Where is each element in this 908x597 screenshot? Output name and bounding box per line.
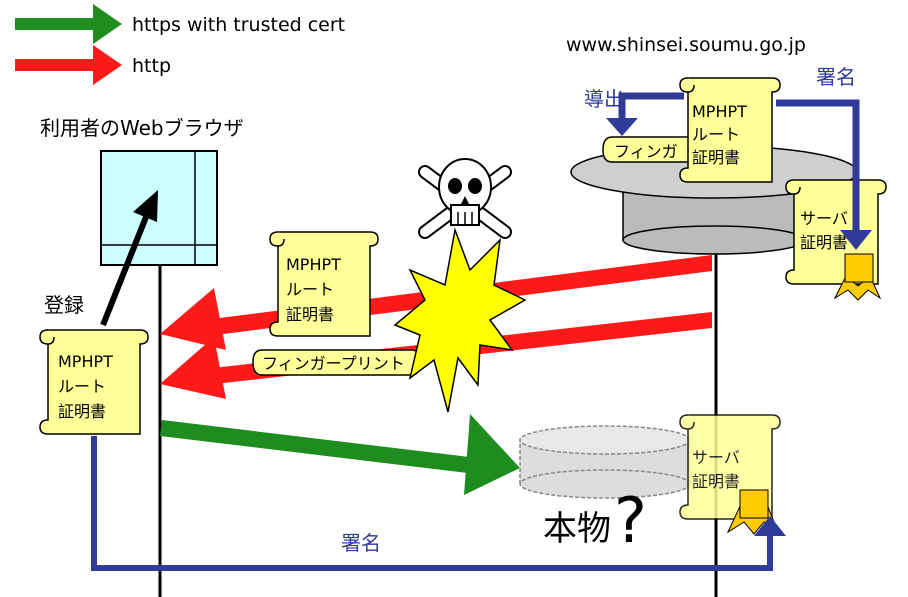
http-legend-label: http <box>132 55 171 77</box>
https-legend-arrow <box>15 4 122 44</box>
browser-root-cert-line1: MPHPT <box>58 352 113 371</box>
legend: https with trusted cert http <box>15 4 345 85</box>
server-cert-top-line1: サーバ <box>800 209 848 228</box>
server-question-cylinder <box>519 425 691 499</box>
browser-root-cert-line3: 証明書 <box>58 402 106 421</box>
server-sign-arrow <box>776 99 872 250</box>
browser-title: 利用者のWebブラウザ <box>40 116 244 140</box>
server-cert-top-line2: 証明書 <box>800 233 848 252</box>
skull-crossbones-icon <box>418 158 512 239</box>
attack-fingerprint-tag: フィンガープリント <box>252 349 421 376</box>
explosion-icon <box>393 227 527 413</box>
attack-root-cert-line2: ルート <box>286 280 334 299</box>
attack-root-cert-line1: MPHPT <box>286 255 341 274</box>
https-arrow <box>160 414 520 495</box>
server-fingerprint-tag: フィンガ <box>602 136 701 163</box>
verify-server-cert-line1: サーバ <box>692 448 740 467</box>
server-root-cert-line2: ルート <box>692 125 740 144</box>
derive-arrow <box>606 92 684 136</box>
attack-fingerprint-label: フィンガープリント <box>262 354 405 373</box>
http-legend-arrow <box>15 45 122 85</box>
verify-sign-arrow <box>91 436 786 571</box>
https-legend-label: https with trusted cert <box>132 14 345 36</box>
server-domain: www.shinsei.soumu.go.jp <box>566 34 806 56</box>
server-root-cert-line1: MPHPT <box>692 102 747 121</box>
register-label: 登録 <box>44 293 84 317</box>
genuine-label: 本物 <box>543 509 611 549</box>
verify-sign-label: 署名 <box>341 531 381 555</box>
browser-root-cert-scroll: MPHPT ルート 証明書 <box>39 329 149 435</box>
server-root-cert-scroll: MPHPT ルート 証明書 <box>679 77 781 183</box>
attack-root-cert-scroll: MPHPT ルート 証明書 <box>269 231 379 337</box>
verify-server-cert-line2: 証明書 <box>692 472 740 491</box>
server-root-cert-line3: 証明書 <box>692 148 740 167</box>
attack-root-cert-line3: 証明書 <box>286 305 334 324</box>
verify-seal-icon <box>726 489 780 535</box>
browser-window <box>100 150 218 266</box>
register-arrow <box>100 190 158 327</box>
server-seal-icon <box>833 253 882 301</box>
question-mark: ? <box>614 484 647 557</box>
server-fingerprint-label: フィンガ <box>614 142 678 161</box>
browser-root-cert-line2: ルート <box>58 377 106 396</box>
derive-label: 導出 <box>584 87 624 111</box>
server-sign-label: 署名 <box>816 65 856 89</box>
